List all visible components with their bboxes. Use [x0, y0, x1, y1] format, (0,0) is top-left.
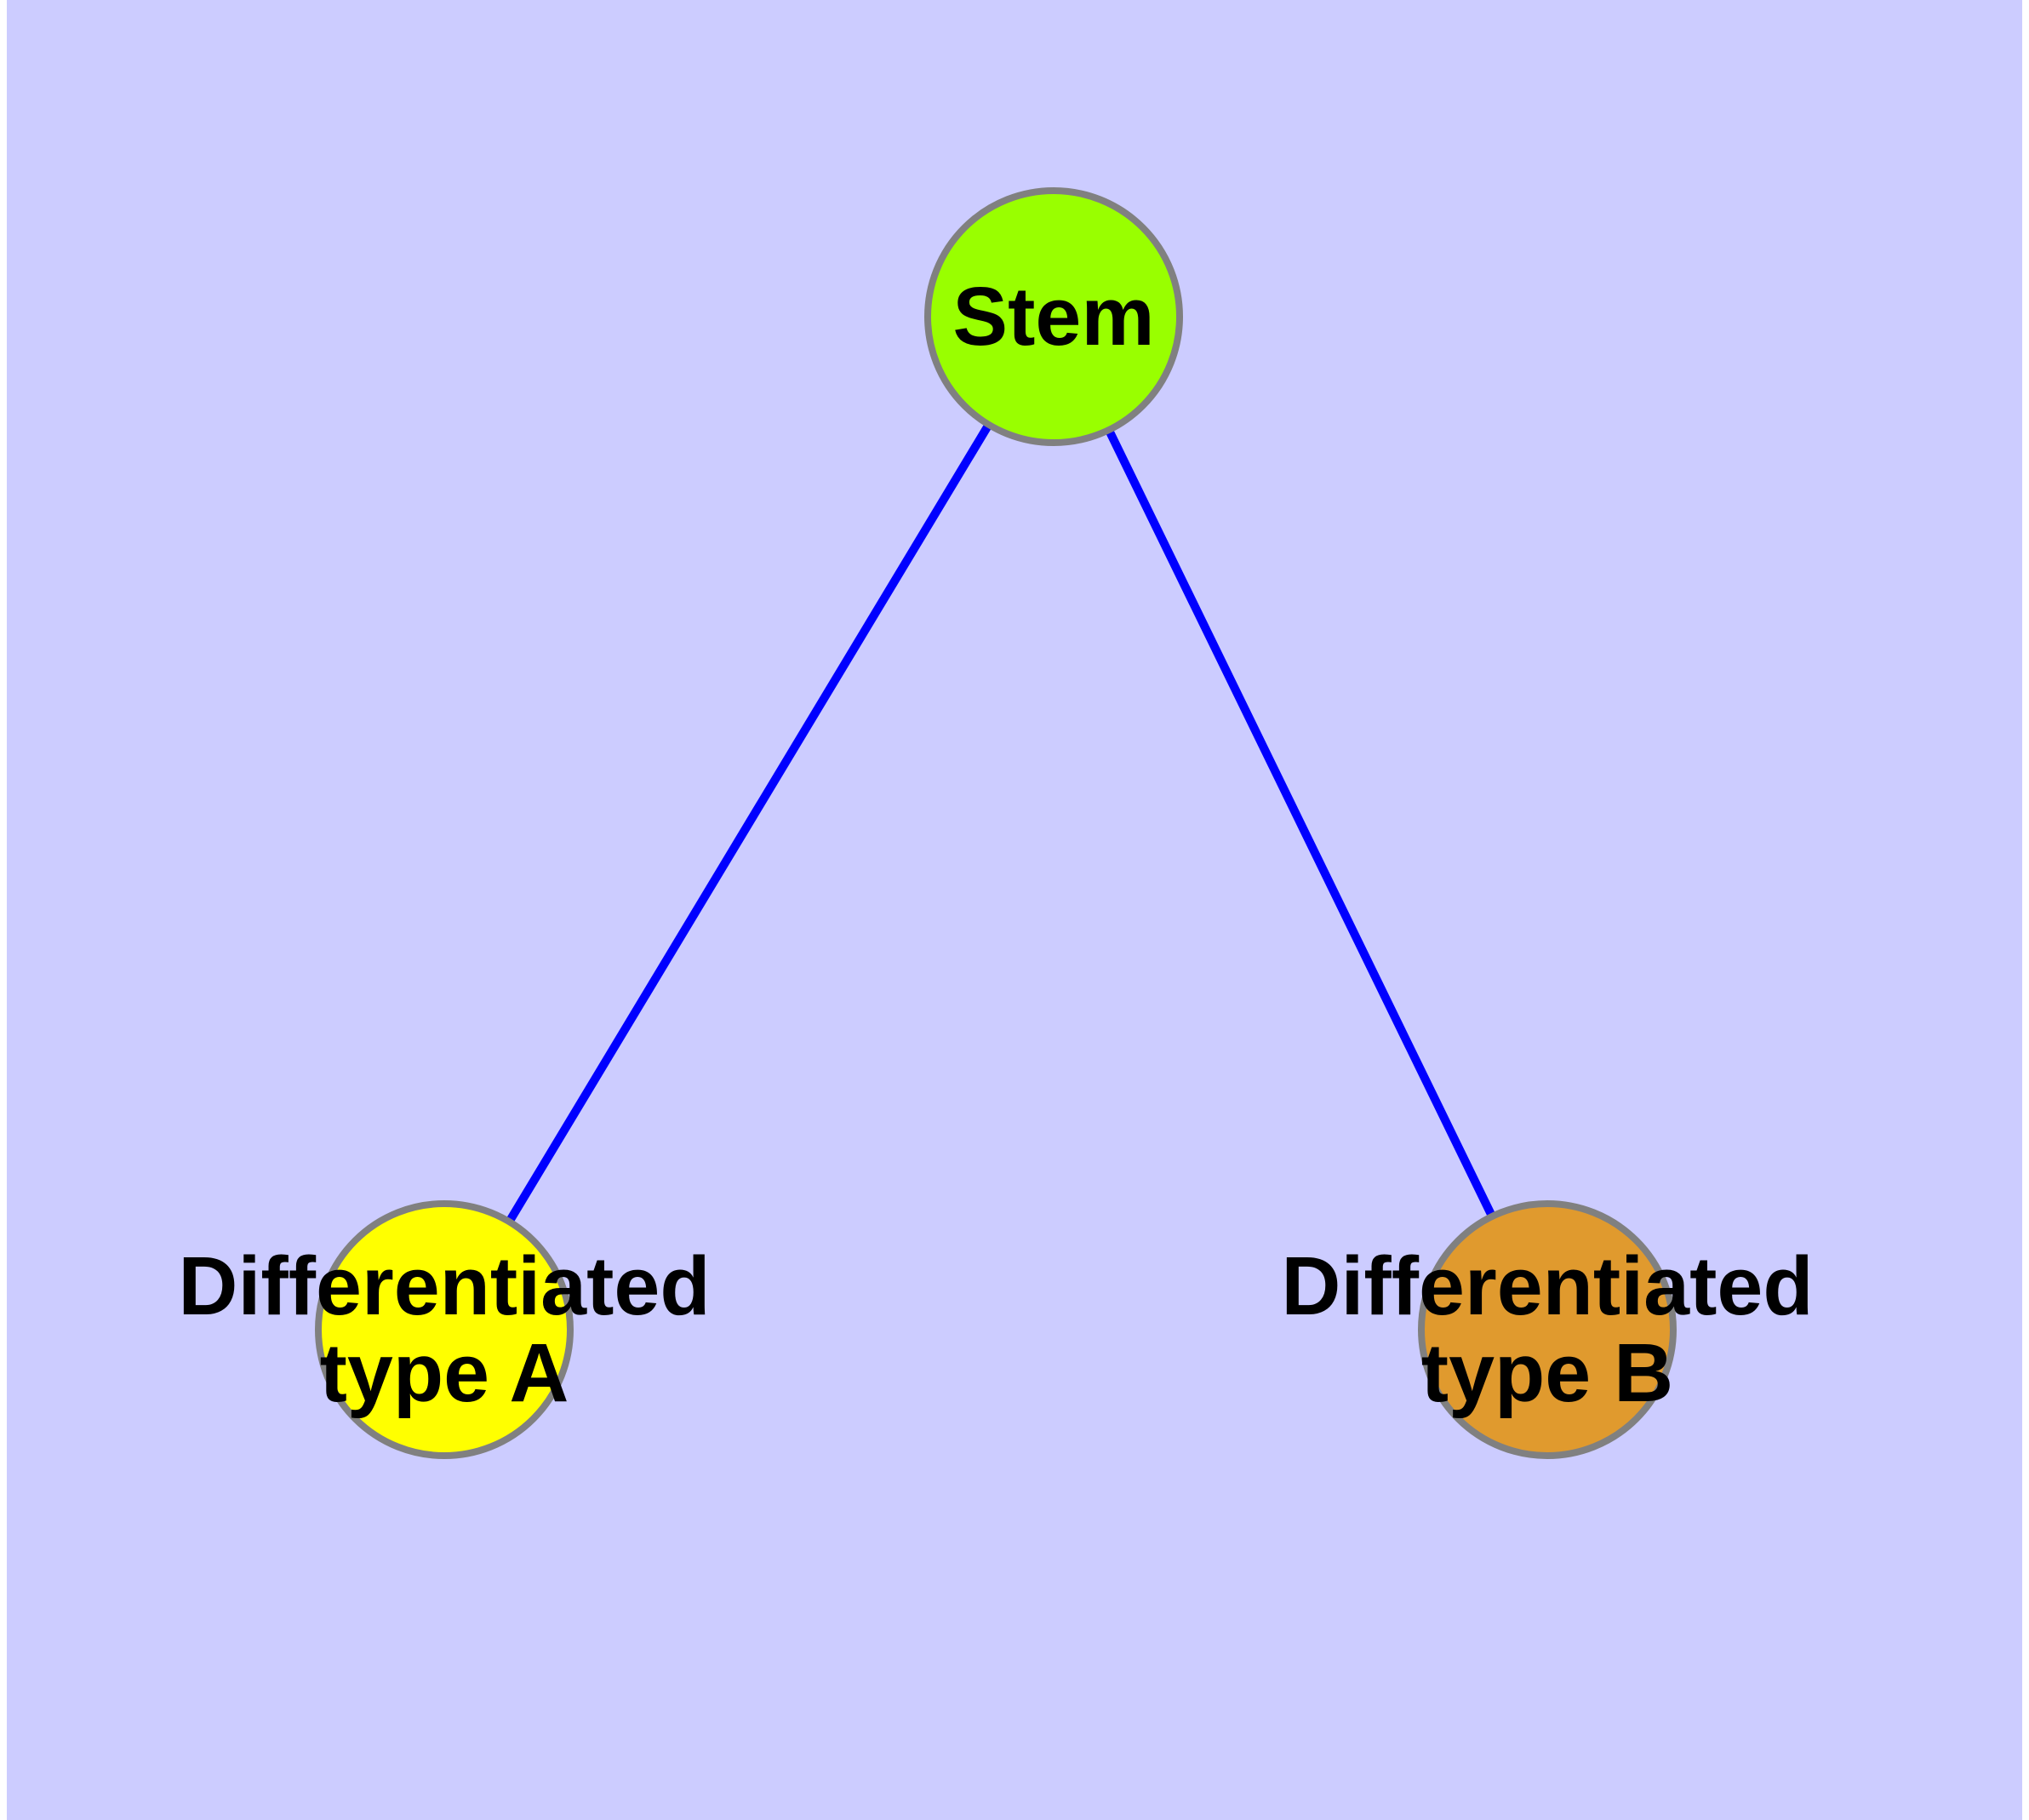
- edges-layer: [506, 422, 1496, 1224]
- edge-stem-diff-b[interactable]: [1105, 427, 1496, 1219]
- edge-stem-diff-a[interactable]: [506, 422, 992, 1224]
- node-circle-stem[interactable]: [924, 187, 1183, 446]
- node-circle-diff_a[interactable]: [315, 1200, 574, 1459]
- node-circle-diff_b[interactable]: [1418, 1200, 1677, 1459]
- nodes-layer: [315, 187, 1677, 1459]
